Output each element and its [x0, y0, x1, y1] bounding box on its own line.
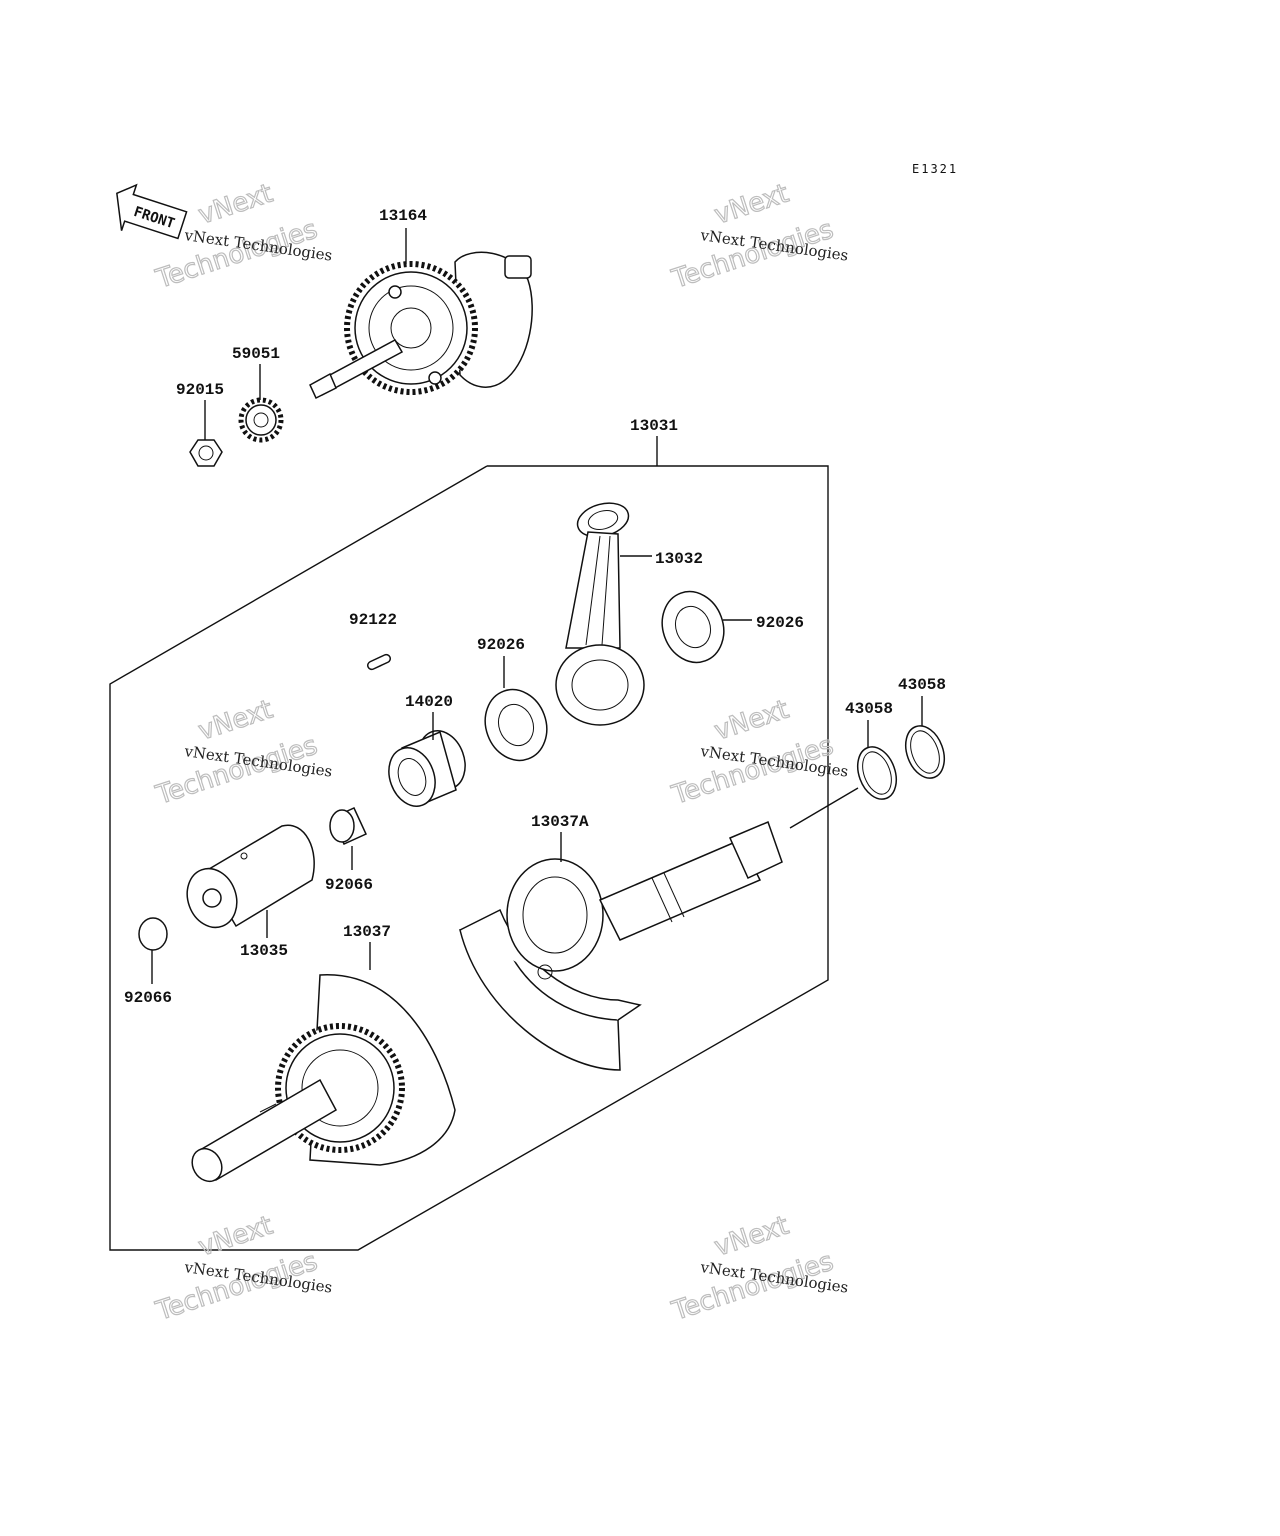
- front-arrow-icon: FRONT: [116, 183, 188, 240]
- diagram-code: E1321: [912, 162, 958, 176]
- label-13032: 13032: [655, 550, 703, 568]
- part-13164-gear-crank: 13164: [309, 207, 533, 400]
- svg-text:vNext: vNext: [711, 695, 793, 747]
- svg-text:vNext: vNext: [195, 1211, 277, 1263]
- part-13037-crank-half-gear: 13037: [191, 923, 456, 1183]
- label-13164: 13164: [379, 207, 427, 225]
- part-13035-crank-pin: 13035: [186, 824, 315, 960]
- part-43058-ring-a: 43058: [845, 700, 898, 800]
- watermark-bottom-left: vNext Technologies vNext Technologies: [151, 1210, 333, 1328]
- svg-text:vNext: vNext: [711, 1211, 793, 1263]
- svg-text:vNext: vNext: [195, 179, 277, 231]
- label-43058-b: 43058: [898, 676, 946, 694]
- part-92026-thrust-washer-right: 92026: [661, 590, 804, 664]
- part-13037A-crank-half: 13037A: [459, 813, 783, 1071]
- part-92026-thrust-washer-left: 92026: [477, 636, 548, 762]
- label-13037A: 13037A: [531, 813, 589, 831]
- part-92122-pin: 92122: [349, 611, 397, 671]
- svg-text:vNext: vNext: [711, 179, 793, 231]
- label-92026-right: 92026: [756, 614, 804, 632]
- watermark-top-right: vNext Technologies vNext Technologies: [667, 178, 849, 296]
- label-59051: 59051: [232, 345, 280, 363]
- label-92122: 92122: [349, 611, 397, 629]
- watermark-bottom-right: vNext Technologies vNext Technologies: [667, 1210, 849, 1328]
- watermark-mid-right: vNext Technologies vNext Technologies: [667, 694, 849, 812]
- watermark-mid-left: vNext Technologies vNext Technologies: [151, 694, 333, 812]
- part-59051-sprocket: 59051: [232, 345, 284, 443]
- assembly-outline: [109, 465, 829, 1251]
- label-92066-b: 92066: [124, 989, 172, 1007]
- part-92015-nut: 92015: [176, 381, 224, 467]
- label-14020: 14020: [405, 693, 453, 711]
- label-13037: 13037: [343, 923, 391, 941]
- part-92066-bushing-b: 92066: [124, 917, 172, 1007]
- label-13035: 13035: [240, 942, 288, 960]
- part-14020-needle-bearing: 14020: [388, 693, 466, 808]
- label-92026-left: 92026: [477, 636, 525, 654]
- label-13031: 13031: [630, 417, 678, 435]
- svg-text:vNext: vNext: [195, 695, 277, 747]
- part-92066-bushing-a: 92066: [325, 807, 373, 894]
- label-92066-a: 92066: [325, 876, 373, 894]
- part-13032-connecting-rod: 13032: [555, 502, 703, 726]
- label-43058-a: 43058: [845, 700, 893, 718]
- label-92015: 92015: [176, 381, 224, 399]
- leader-shaft-to-rings: [789, 787, 859, 829]
- part-43058-ring-b: 43058: [898, 676, 946, 779]
